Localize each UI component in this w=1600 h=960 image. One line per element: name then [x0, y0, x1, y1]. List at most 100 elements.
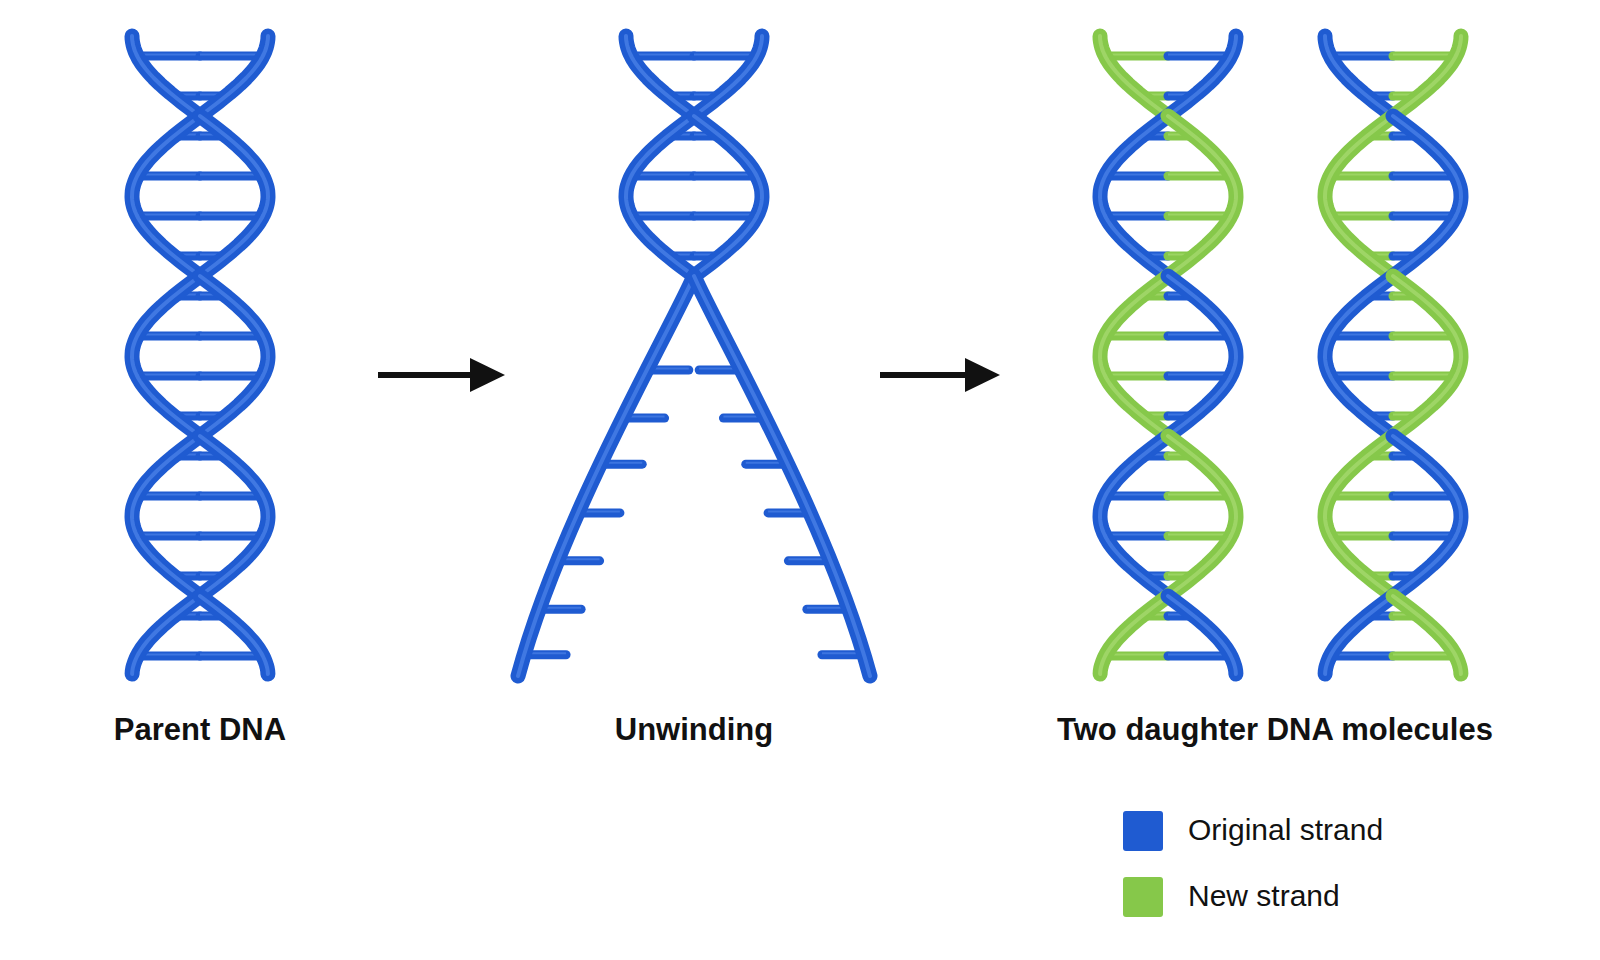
base-pair-rung	[635, 212, 694, 221]
base-pair-rung	[1168, 532, 1227, 541]
dna-strand-highlight	[1325, 36, 1390, 114]
base-pair-highlight	[141, 374, 200, 376]
base-pair-highlight	[1334, 654, 1393, 656]
dna-strand-highlight	[1168, 436, 1236, 595]
dna-strand	[132, 36, 197, 114]
dna-strand-highlight	[1100, 276, 1168, 435]
dna-strand-highlight	[1393, 116, 1461, 275]
dna-strand-highlight	[694, 116, 762, 275]
dna-strand-highlight	[1325, 436, 1393, 595]
arrow-shaft	[378, 372, 475, 378]
dna-strand-highlight	[1168, 596, 1236, 674]
base-pair-rung	[141, 212, 200, 221]
base-pair-rung	[694, 52, 753, 61]
arrow-head	[470, 358, 505, 392]
base-pair-rung	[1109, 532, 1168, 541]
dna-strand-highlight	[1325, 276, 1393, 435]
stage-label: Parent DNA	[114, 712, 286, 748]
base-pair-highlight	[1393, 174, 1452, 176]
base-pair-highlight	[141, 334, 200, 336]
dna-strand-highlight	[1393, 596, 1461, 674]
base-pair-rung	[141, 52, 200, 61]
base-pair-rung	[1334, 532, 1393, 541]
base-pair-rung	[200, 532, 259, 541]
dna-strand	[1325, 436, 1393, 595]
dna-strand	[697, 36, 762, 114]
dna-strand	[1168, 116, 1236, 275]
base-pair-highlight	[200, 334, 259, 336]
dna-strand-highlight	[1100, 596, 1168, 674]
base-pair-highlight	[1168, 174, 1227, 176]
base-pair-rung	[1334, 172, 1393, 181]
dna-strand-highlight	[1325, 116, 1393, 275]
base-pair-rung	[1334, 372, 1393, 381]
base-pair-highlight	[1109, 534, 1168, 536]
base-pair-highlight	[1393, 534, 1452, 536]
dna-strand-highlight	[203, 36, 268, 114]
base-pair-highlight	[635, 54, 694, 56]
legend-text: New strand	[1188, 879, 1340, 913]
dna-strand	[200, 596, 268, 674]
base-pair-highlight	[1334, 494, 1393, 496]
dna-strand	[1100, 596, 1168, 674]
base-pair-highlight	[200, 54, 259, 56]
base-pair-rung	[1168, 172, 1227, 181]
separated-strand	[694, 276, 870, 676]
dna-strand-highlight	[200, 596, 268, 674]
dna-strand-highlight	[132, 436, 200, 595]
legend-swatch	[1123, 811, 1163, 851]
dna-strand-highlight	[132, 116, 200, 275]
base-pair-highlight	[141, 534, 200, 536]
base-pair-highlight	[1168, 654, 1227, 656]
base-pair-highlight	[1393, 54, 1452, 56]
base-pair-rung	[1393, 52, 1452, 61]
dna-strand	[132, 116, 200, 275]
base-pair-highlight	[200, 534, 259, 536]
separated-strand-highlight	[694, 276, 870, 676]
dna-strand	[1168, 596, 1236, 674]
base-pair-rung	[200, 332, 259, 341]
dna-strand-highlight	[200, 436, 268, 595]
base-pair-highlight	[200, 174, 259, 176]
base-pair-rung	[1109, 212, 1168, 221]
base-pair-highlight	[1168, 214, 1227, 216]
base-pair-rung	[1109, 52, 1168, 61]
dna-strand	[694, 116, 762, 275]
base-pair-rung	[1334, 212, 1393, 221]
base-pair-highlight	[1393, 494, 1452, 496]
base-pair-highlight	[1334, 534, 1393, 536]
dna-strand	[1393, 116, 1461, 275]
dna-strand-highlight	[132, 276, 200, 435]
base-pair-rung	[200, 652, 259, 661]
arrow-shaft	[880, 372, 970, 378]
helix-group	[132, 36, 1461, 676]
dna-strand-highlight	[626, 36, 691, 114]
dna-strand-highlight	[1171, 36, 1236, 114]
base-pair-highlight	[1168, 374, 1227, 376]
base-pair-rung	[1393, 172, 1452, 181]
base-pair-highlight	[1109, 494, 1168, 496]
base-pair-rung	[1168, 332, 1227, 341]
dna-strand	[1100, 436, 1168, 595]
stage-label: Unwinding	[615, 712, 773, 748]
base-pair-rung	[1109, 172, 1168, 181]
base-pair-highlight	[694, 214, 753, 216]
base-pair-rung	[200, 372, 259, 381]
base-pair-rung	[141, 372, 200, 381]
base-pair-highlight	[1109, 334, 1168, 336]
base-pair-rung	[1109, 492, 1168, 501]
dna-strand	[132, 436, 200, 595]
dna-strand	[1325, 36, 1390, 114]
dna-strand	[203, 36, 268, 114]
base-pair-rung	[1334, 652, 1393, 661]
base-pair-highlight	[141, 214, 200, 216]
base-pair-highlight	[200, 214, 259, 216]
base-pair-rung	[1393, 212, 1452, 221]
legend-swatch	[1123, 877, 1163, 917]
base-pair-highlight	[1334, 214, 1393, 216]
dna-strand	[1168, 276, 1236, 435]
base-pair-rung	[1109, 372, 1168, 381]
base-pair-rung	[1393, 372, 1452, 381]
dna-strand	[1100, 116, 1168, 275]
base-pair-highlight	[141, 494, 200, 496]
